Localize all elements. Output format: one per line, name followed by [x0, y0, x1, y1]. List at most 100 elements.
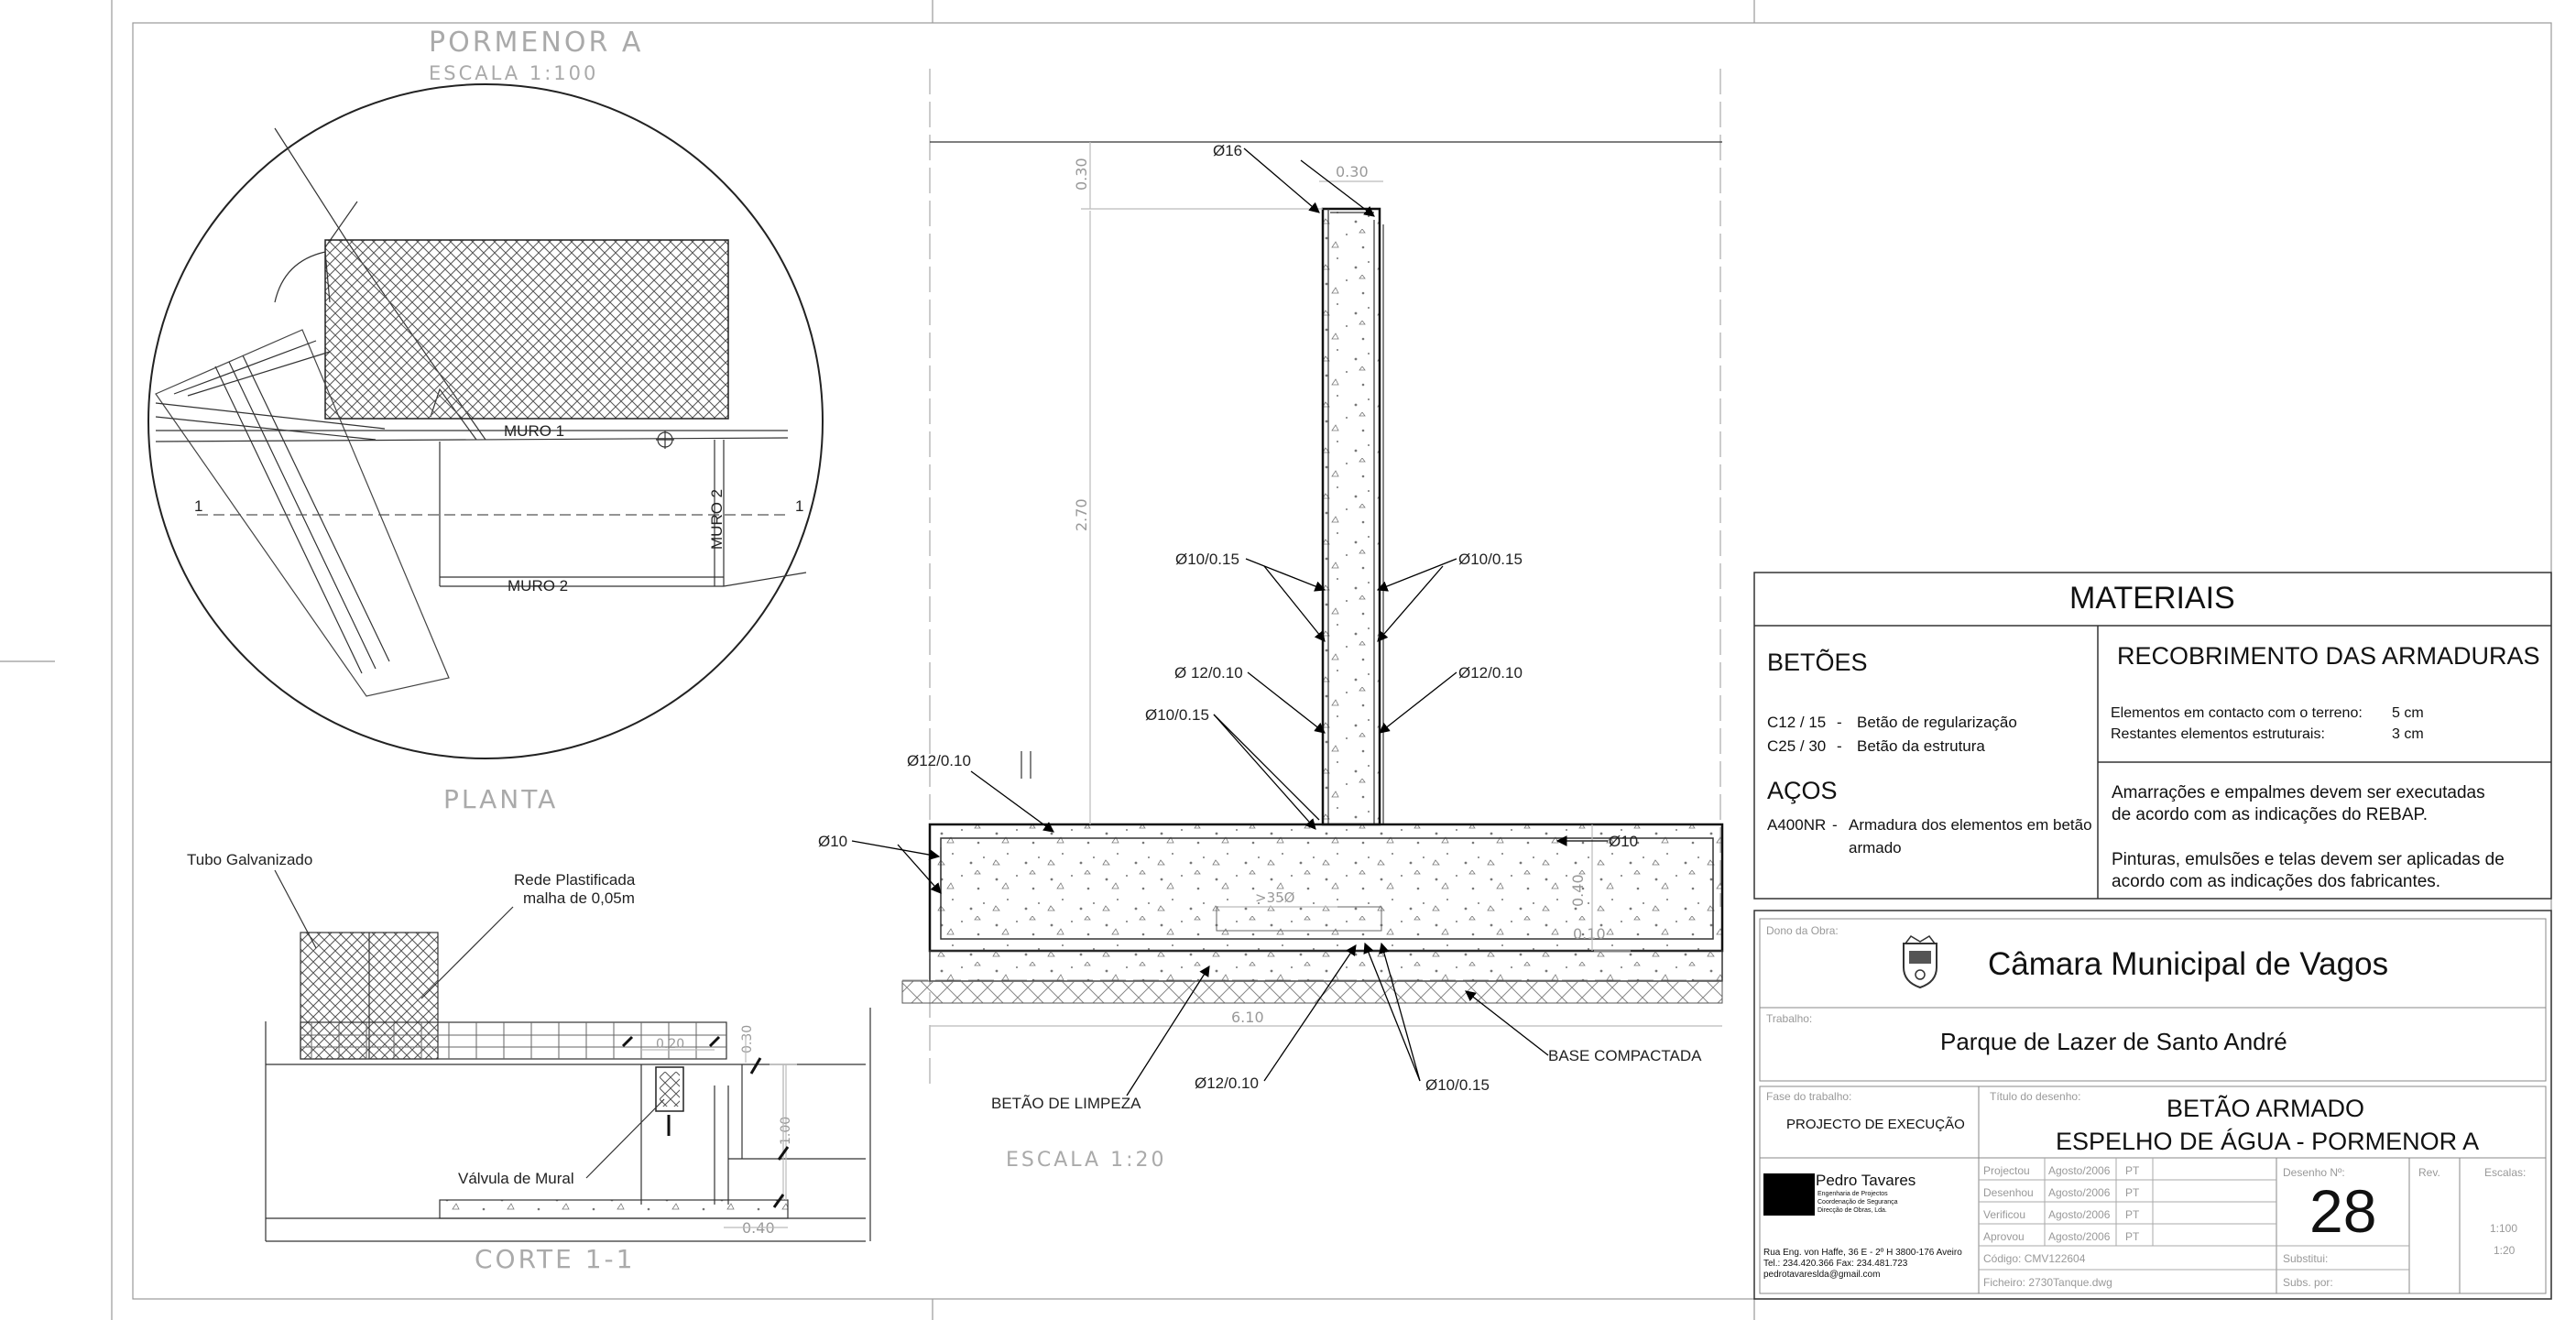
dim-100: 1.00: [779, 1117, 793, 1145]
label-top-bar: Ø16: [1213, 142, 1242, 159]
detail-scale: ESCALA 1:100: [429, 62, 598, 84]
dim-top-width: 0.30: [1336, 163, 1369, 180]
dim-030: 0.30: [740, 1025, 755, 1053]
label-betao-limpeza: BETÃO DE LIMPEZA: [991, 1095, 1141, 1112]
titulo-label: Título do desenho:: [1990, 1090, 2080, 1103]
dim-top-height: 0.30: [1073, 158, 1090, 191]
author-name: Pedro Tavares: [1816, 1172, 1916, 1189]
label-muro-2-vertical: MURO 2: [708, 489, 726, 550]
desenho-number: 28: [2309, 1177, 2376, 1245]
acos-heading: AÇOS: [1767, 777, 1838, 804]
materials-table: MATERIAIS BETÕES C12 / 15 - Betão de reg…: [1753, 572, 2552, 900]
betao-1-desc: Betão de regularização: [1857, 714, 2017, 731]
plan-geometry: [155, 127, 807, 697]
ficheiro: Ficheiro: 2730Tanque.dwg: [1983, 1276, 2112, 1289]
label-tubo: Tubo Galvanizado: [187, 851, 312, 868]
desenho-label: Desenho Nº:: [2283, 1166, 2345, 1179]
label-rede-2: malha de 0,05m: [523, 889, 635, 907]
substitui: Substitui:: [2283, 1252, 2328, 1265]
acos-dash: -: [1832, 816, 1838, 834]
role-3-date: Agosto/2006: [2048, 1208, 2111, 1221]
plan-caption: PLANTA: [443, 784, 558, 814]
dim-height: 2.70: [1073, 498, 1090, 531]
role-4-date: Agosto/2006: [2048, 1230, 2111, 1243]
acos-desc-2: armado: [1849, 839, 1902, 856]
municipal-crest-icon: [1903, 935, 1937, 989]
dim-footing-depth: 0.40: [1569, 874, 1587, 907]
role-3-initials: PT: [2125, 1208, 2140, 1221]
section-caption: CORTE 1-1: [475, 1244, 635, 1274]
dono: Câmara Municipal de Vagos: [1988, 946, 2388, 982]
acos-desc-1: Armadura dos elementos em betão: [1849, 816, 2092, 834]
wall-section: >35Ø 2.70 0.30 0.30 0.40 0.10 6.10 Ø16 Ø…: [818, 69, 1727, 1172]
author-email: pedrotavareslda@gmail.com: [1763, 1270, 1880, 1280]
note-2-line-2: acordo com as indicações dos fabricantes…: [2112, 872, 2440, 891]
role-1-date: Agosto/2006: [2048, 1164, 2111, 1177]
anchorage-label: >35Ø: [1255, 889, 1295, 906]
betoes-heading: BETÕES: [1767, 648, 1868, 676]
note-1-line-1: Amarrações e empalmes devem ser executad…: [2112, 783, 2485, 802]
fase-label: Fase do trabalho:: [1766, 1090, 1851, 1103]
dim-020: 0.20: [656, 1037, 684, 1052]
author-phone: Tel.: 234.420.366 Fax: 234.481.723: [1763, 1259, 1908, 1269]
escalas-label: Escalas:: [2484, 1166, 2526, 1179]
label-valvula: Válvula de Mural: [458, 1170, 574, 1187]
betao-2-desc: Betão da estrutura: [1857, 737, 1985, 755]
role-1-initials: PT: [2125, 1164, 2140, 1177]
recob-1-label: Elementos em contacto com o terreno:: [2111, 705, 2363, 721]
dono-label: Dono da Obra:: [1766, 924, 1839, 937]
betao-1-code: C12 / 15: [1767, 714, 1826, 731]
role-2-date: Agosto/2006: [2048, 1186, 2111, 1199]
materiais-title: MATERIAIS: [2069, 581, 2235, 616]
role-2-initials: PT: [2125, 1186, 2140, 1199]
section-mark-right: 1: [795, 497, 803, 515]
betao-1-dash: -: [1837, 714, 1842, 731]
betao-2-dash: -: [1837, 737, 1842, 755]
author-logo: [1763, 1173, 1815, 1216]
role-3: Verificou: [1983, 1208, 2025, 1221]
rev-label: Rev.: [2418, 1166, 2440, 1179]
label-footing-right-end: Ø10: [1609, 833, 1638, 850]
trabalho-label: Trabalho:: [1766, 1012, 1812, 1025]
betao-2-code: C25 / 30: [1767, 737, 1826, 755]
label-base: BASE COMPACTADA: [1548, 1047, 1702, 1064]
label-footing-left-end: Ø10: [818, 833, 847, 850]
detail-title: PORMENOR A: [429, 27, 643, 59]
subs-por: Subs. por:: [2283, 1276, 2333, 1289]
label-bottom-stirrup: Ø10/0.15: [1425, 1076, 1490, 1094]
fase: PROJECTO DE EXECUÇÃO: [1786, 1117, 1965, 1132]
label-muro-2: MURO 2: [508, 577, 568, 595]
author-sub-1: Engenharia de Projectos: [1817, 1191, 1888, 1197]
note-1-line-2: de acordo com as indicações do REBAP.: [2112, 805, 2428, 824]
title-block: Dono da Obra: Câmara Municipal de Vagos …: [1753, 910, 2552, 1300]
label-rede-1: Rede Plastificada: [514, 871, 636, 889]
author-sub-2: Coordenação de Segurança: [1817, 1199, 1898, 1205]
author-address: Rua Eng. von Haffe, 36 E - 2º H 3800-176…: [1763, 1248, 1962, 1258]
detail-plan: PORMENOR A ESCALA 1:100 MURO 1: [147, 27, 824, 814]
role-4: Aprovou: [1983, 1230, 2025, 1243]
role-2: Desenhou: [1983, 1186, 2034, 1199]
label-lower-left: Ø10/0.15: [1145, 706, 1209, 724]
trabalho: Parque de Lazer de Santo André: [1940, 1028, 2287, 1055]
author-sub-3: Direcção de Obras, Lda.: [1817, 1207, 1887, 1214]
label-footing-left-top: Ø12/0.10: [907, 752, 971, 769]
wall-scale: ESCALA 1:20: [1006, 1149, 1166, 1172]
role-4-initials: PT: [2125, 1230, 2140, 1243]
dim-footing-width: 6.10: [1231, 1009, 1264, 1026]
titulo-line-2: ESPELHO DE ÁGUA - PORMENOR A: [2056, 1128, 2479, 1155]
recob-1-value: 5 cm: [2392, 705, 2424, 721]
recobrimento-heading: RECOBRIMENTO DAS ARMADURAS: [2117, 642, 2540, 670]
section-mark-left: 1: [194, 497, 202, 515]
role-1: Projectou: [1983, 1164, 2030, 1177]
dim-lean-depth: 0.10: [1573, 925, 1606, 943]
escala-2: 1:20: [2494, 1244, 2516, 1257]
label-muro-1: MURO 1: [504, 422, 564, 440]
label-bottom-bar: Ø12/0.10: [1195, 1075, 1259, 1092]
label-mid-left: Ø 12/0.10: [1174, 664, 1243, 682]
escala-1: 1:100: [2490, 1222, 2517, 1235]
label-stem-left: Ø10/0.15: [1175, 551, 1239, 568]
codigo: Código: CMV122604: [1983, 1252, 2086, 1265]
label-mid-right: Ø12/0.10: [1458, 664, 1523, 682]
titulo-line-1: BETÃO ARMADO: [2167, 1094, 2364, 1122]
